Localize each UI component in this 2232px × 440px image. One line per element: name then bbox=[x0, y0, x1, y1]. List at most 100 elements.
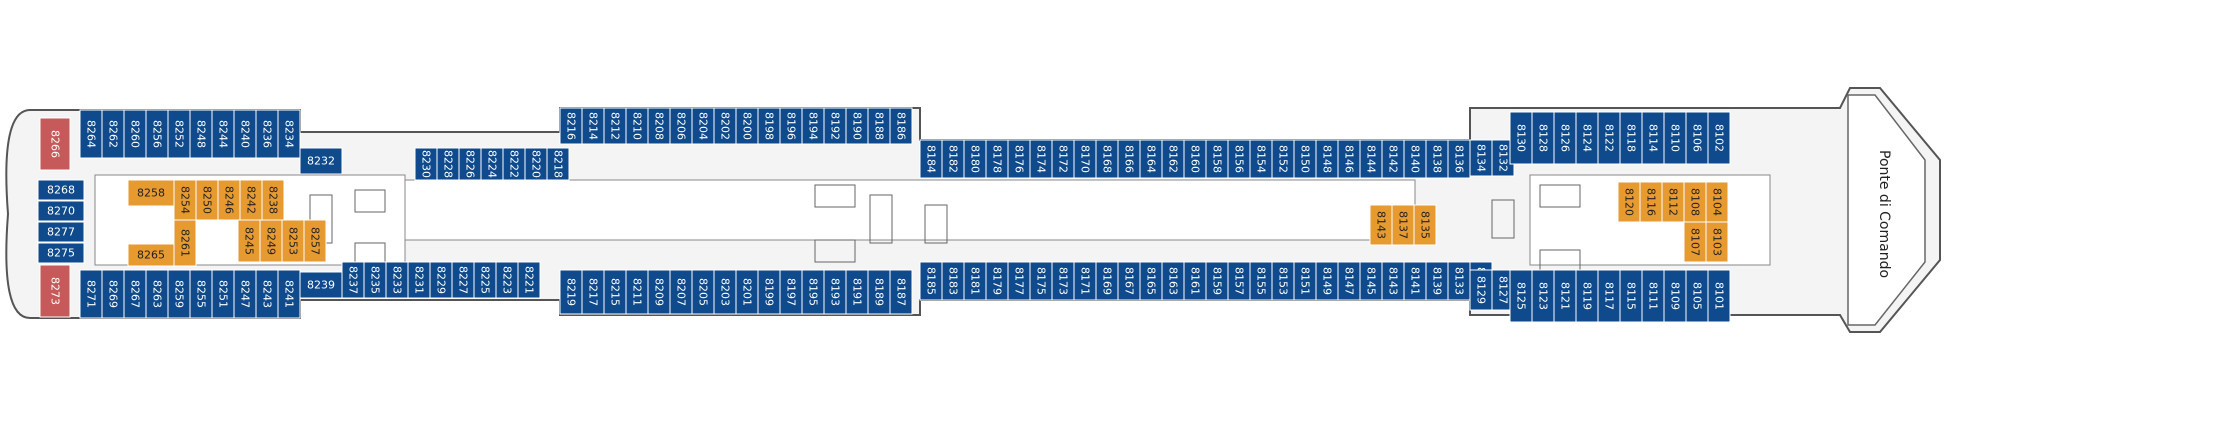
cabin-8150[interactable]: 8150 bbox=[1293, 139, 1317, 179]
cabin-8264[interactable]: 8264 bbox=[79, 109, 103, 159]
cabin-8236[interactable]: 8236 bbox=[255, 109, 279, 159]
cabin-8256[interactable]: 8256 bbox=[145, 109, 169, 159]
cabin-8101[interactable]: 8101 bbox=[1707, 269, 1731, 323]
cabin-8111[interactable]: 8111 bbox=[1641, 269, 1665, 323]
cabin-8235[interactable]: 8235 bbox=[363, 261, 387, 299]
cabin-8143[interactable]: 8143 bbox=[1369, 204, 1393, 246]
cabin-8146[interactable]: 8146 bbox=[1337, 139, 1361, 179]
cabin-8166[interactable]: 8166 bbox=[1117, 139, 1141, 179]
cabin-8172[interactable]: 8172 bbox=[1051, 139, 1075, 179]
cabin-8119[interactable]: 8119 bbox=[1575, 269, 1599, 323]
cabin-8197[interactable]: 8197 bbox=[779, 269, 803, 315]
cabin-8232[interactable]: 8232 bbox=[299, 147, 343, 175]
cabin-8173[interactable]: 8173 bbox=[1051, 261, 1075, 301]
cabin-8270[interactable]: 8270 bbox=[37, 200, 85, 222]
cabin-8107[interactable]: 8107 bbox=[1683, 221, 1707, 263]
cabin-8154[interactable]: 8154 bbox=[1249, 139, 1273, 179]
cabin-8124[interactable]: 8124 bbox=[1575, 111, 1599, 165]
cabin-8205[interactable]: 8205 bbox=[691, 269, 715, 315]
cabin-8244[interactable]: 8244 bbox=[211, 109, 235, 159]
cabin-8170[interactable]: 8170 bbox=[1073, 139, 1097, 179]
cabin-8266[interactable]: 8266 bbox=[39, 117, 71, 171]
cabin-8120[interactable]: 8120 bbox=[1617, 181, 1641, 223]
cabin-8277[interactable]: 8277 bbox=[37, 221, 85, 243]
cabin-8224[interactable]: 8224 bbox=[480, 147, 504, 181]
cabin-8108[interactable]: 8108 bbox=[1683, 181, 1707, 223]
cabin-8126[interactable]: 8126 bbox=[1553, 111, 1577, 165]
cabin-8209[interactable]: 8209 bbox=[647, 269, 671, 315]
cabin-8117[interactable]: 8117 bbox=[1597, 269, 1621, 323]
cabin-8231[interactable]: 8231 bbox=[407, 261, 431, 299]
cabin-8159[interactable]: 8159 bbox=[1205, 261, 1229, 301]
cabin-8125[interactable]: 8125 bbox=[1509, 269, 1533, 323]
cabin-8109[interactable]: 8109 bbox=[1663, 269, 1687, 323]
cabin-8121[interactable]: 8121 bbox=[1553, 269, 1577, 323]
cabin-8239[interactable]: 8239 bbox=[299, 271, 343, 299]
cabin-8185[interactable]: 8185 bbox=[919, 261, 943, 301]
cabin-8192[interactable]: 8192 bbox=[823, 107, 847, 145]
cabin-8258[interactable]: 8258 bbox=[127, 179, 175, 207]
cabin-8273[interactable]: 8273 bbox=[39, 264, 71, 318]
cabin-8206[interactable]: 8206 bbox=[669, 107, 693, 145]
cabin-8249[interactable]: 8249 bbox=[259, 219, 283, 263]
cabin-8118[interactable]: 8118 bbox=[1619, 111, 1643, 165]
cabin-8178[interactable]: 8178 bbox=[985, 139, 1009, 179]
cabin-8189[interactable]: 8189 bbox=[867, 269, 891, 315]
cabin-8152[interactable]: 8152 bbox=[1271, 139, 1295, 179]
cabin-8252[interactable]: 8252 bbox=[167, 109, 191, 159]
cabin-8275[interactable]: 8275 bbox=[37, 242, 85, 264]
cabin-8195[interactable]: 8195 bbox=[801, 269, 825, 315]
cabin-8203[interactable]: 8203 bbox=[713, 269, 737, 315]
cabin-8227[interactable]: 8227 bbox=[451, 261, 475, 299]
cabin-8260[interactable]: 8260 bbox=[123, 109, 147, 159]
cabin-8214[interactable]: 8214 bbox=[581, 107, 605, 145]
cabin-8103[interactable]: 8103 bbox=[1705, 221, 1729, 263]
cabin-8250[interactable]: 8250 bbox=[195, 179, 219, 221]
cabin-8160[interactable]: 8160 bbox=[1183, 139, 1207, 179]
cabin-8153[interactable]: 8153 bbox=[1271, 261, 1295, 301]
cabin-8261[interactable]: 8261 bbox=[173, 219, 197, 267]
cabin-8254[interactable]: 8254 bbox=[173, 179, 197, 221]
cabin-8234[interactable]: 8234 bbox=[277, 109, 301, 159]
cabin-8210[interactable]: 8210 bbox=[625, 107, 649, 145]
cabin-8217[interactable]: 8217 bbox=[581, 269, 605, 315]
cabin-8204[interactable]: 8204 bbox=[691, 107, 715, 145]
cabin-8199[interactable]: 8199 bbox=[757, 269, 781, 315]
cabin-8162[interactable]: 8162 bbox=[1161, 139, 1185, 179]
cabin-8207[interactable]: 8207 bbox=[669, 269, 693, 315]
cabin-8136[interactable]: 8136 bbox=[1447, 139, 1471, 179]
cabin-8141[interactable]: 8141 bbox=[1403, 261, 1427, 301]
cabin-8165[interactable]: 8165 bbox=[1139, 261, 1163, 301]
cabin-8240[interactable]: 8240 bbox=[233, 109, 257, 159]
cabin-8194[interactable]: 8194 bbox=[801, 107, 825, 145]
cabin-8104[interactable]: 8104 bbox=[1705, 181, 1729, 223]
cabin-8229[interactable]: 8229 bbox=[429, 261, 453, 299]
cabin-8169[interactable]: 8169 bbox=[1095, 261, 1119, 301]
cabin-8179[interactable]: 8179 bbox=[985, 261, 1009, 301]
cabin-8102[interactable]: 8102 bbox=[1707, 111, 1731, 165]
cabin-8246[interactable]: 8246 bbox=[217, 179, 241, 221]
cabin-8167[interactable]: 8167 bbox=[1117, 261, 1141, 301]
cabin-8242[interactable]: 8242 bbox=[239, 179, 263, 221]
cabin-8201[interactable]: 8201 bbox=[735, 269, 759, 315]
cabin-8140[interactable]: 8140 bbox=[1403, 139, 1427, 179]
cabin-8247[interactable]: 8247 bbox=[233, 269, 257, 319]
cabin-8187[interactable]: 8187 bbox=[889, 269, 913, 315]
cabin-8158[interactable]: 8158 bbox=[1205, 139, 1229, 179]
cabin-8268[interactable]: 8268 bbox=[37, 179, 85, 201]
cabin-8230[interactable]: 8230 bbox=[414, 147, 438, 181]
cabin-8183[interactable]: 8183 bbox=[941, 261, 965, 301]
cabin-8269[interactable]: 8269 bbox=[101, 269, 125, 319]
cabin-8148[interactable]: 8148 bbox=[1315, 139, 1339, 179]
cabin-8215[interactable]: 8215 bbox=[603, 269, 627, 315]
cabin-8110[interactable]: 8110 bbox=[1663, 111, 1687, 165]
cabin-8253[interactable]: 8253 bbox=[281, 219, 305, 263]
cabin-8257[interactable]: 8257 bbox=[303, 219, 327, 263]
cabin-8127[interactable]: 8127 bbox=[1491, 269, 1515, 311]
cabin-8115[interactable]: 8115 bbox=[1619, 269, 1643, 323]
cabin-8218[interactable]: 8218 bbox=[546, 147, 570, 181]
cabin-8149[interactable]: 8149 bbox=[1315, 261, 1339, 301]
cabin-8161[interactable]: 8161 bbox=[1183, 261, 1207, 301]
cabin-8184[interactable]: 8184 bbox=[919, 139, 943, 179]
cabin-8175[interactable]: 8175 bbox=[1029, 261, 1053, 301]
